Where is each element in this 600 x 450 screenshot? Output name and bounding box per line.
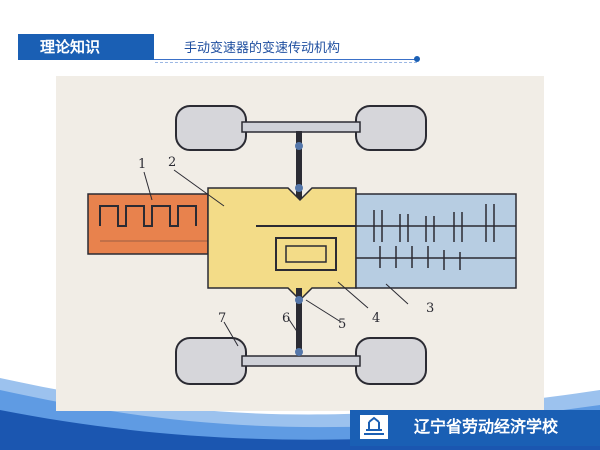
- callout-4: 4: [372, 311, 380, 326]
- school-logo-icon: [360, 415, 388, 439]
- callout-5: 5: [338, 317, 346, 332]
- school-name: 辽宁省劳动经济学校: [414, 417, 559, 436]
- header-divider-dashed: [155, 62, 417, 63]
- transmission-diagram: 1 2 3 4 5 6 7: [56, 76, 544, 411]
- callout-7: 7: [218, 311, 226, 326]
- school-badge-bg: [350, 410, 600, 446]
- engine-block: [87, 193, 260, 255]
- header-divider-dot: [414, 56, 420, 62]
- header-divider: [154, 59, 416, 60]
- section-label: 理论知识: [18, 34, 154, 60]
- front-wheel-assembly: [175, 105, 427, 199]
- callout-1: 1: [138, 157, 146, 172]
- page-title: 手动变速器的变速传动机构: [184, 41, 341, 56]
- callout-2: 2: [168, 155, 176, 170]
- callout-3: 3: [426, 301, 434, 316]
- gearbox-housing: [355, 193, 517, 289]
- rear-wheel-assembly: [175, 288, 427, 385]
- callout-6: 6: [282, 311, 290, 326]
- final-drive-housing: [207, 187, 357, 302]
